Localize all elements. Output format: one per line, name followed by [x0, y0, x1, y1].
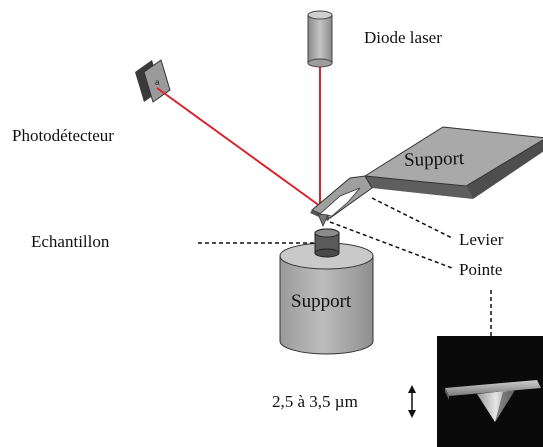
- sample-support: [279, 242, 374, 355]
- double-arrow-vertical-icon: [408, 385, 416, 418]
- photodetector: a: [135, 59, 171, 103]
- cantilever-support-label: Support: [403, 147, 465, 172]
- cantilever-support: [363, 126, 543, 199]
- tip-label: Pointe: [459, 260, 503, 279]
- tip-height-label: 2,5 à 3,5 µm: [272, 392, 358, 411]
- lever-label: Levier: [459, 230, 504, 249]
- sample-label: Echantillon: [31, 232, 110, 251]
- tip-micrograph: [437, 336, 543, 447]
- tip-micrograph-image: [437, 336, 543, 447]
- laser-beam: [156, 67, 321, 207]
- sample-front: [314, 228, 340, 258]
- diode-laser-label: Diode laser: [364, 28, 442, 47]
- sample-support-label: Support: [291, 291, 352, 312]
- leader-lines: [198, 197, 492, 338]
- cantilever: [310, 175, 373, 228]
- laser-diode: [307, 10, 333, 68]
- svg-text:a: a: [155, 78, 160, 87]
- photodetector-label: Photodétecteur: [12, 126, 114, 145]
